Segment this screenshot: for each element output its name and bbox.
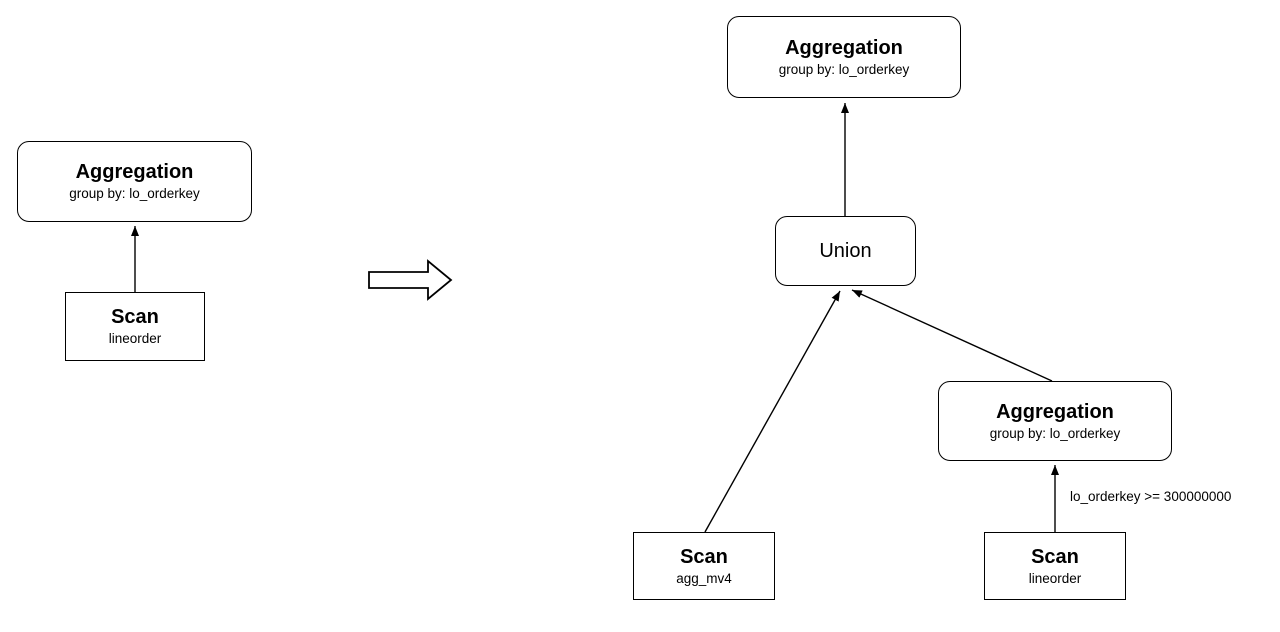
node-scan-left-subtitle: lineorder: [108, 331, 162, 346]
edge-scan-mv-to-union: [704, 290, 841, 533]
node-aggregation-filtered-title: Aggregation: [996, 400, 1114, 423]
node-aggregation-filtered-subtitle: group by: lo_orderkey: [989, 425, 1121, 441]
node-scan-lineorder-subtitle: lineorder: [1028, 570, 1082, 586]
node-scan-lineorder-title: Scan: [1031, 545, 1079, 568]
node-union-title: Union: [819, 239, 872, 262]
node-scan-lineorder: Scan lineorder: [984, 532, 1126, 600]
node-aggregation-left: Aggregation group by: lo_orderkey: [17, 141, 252, 222]
node-scan-left: Scan lineorder: [65, 292, 205, 361]
node-union: Union: [775, 216, 916, 286]
transform-block-arrow-icon: [368, 259, 453, 301]
node-scan-agg-mv: Scan agg_mv4: [633, 532, 775, 600]
node-scan-left-title: Scan: [111, 306, 159, 328]
node-aggregation-top: Aggregation group by: lo_orderkey: [727, 16, 961, 98]
node-aggregation-filtered: Aggregation group by: lo_orderkey: [938, 381, 1172, 461]
node-scan-agg-mv-title: Scan: [680, 545, 728, 568]
node-aggregation-left-subtitle: group by: lo_orderkey: [69, 186, 200, 201]
node-aggregation-top-subtitle: group by: lo_orderkey: [778, 61, 910, 77]
node-aggregation-top-title: Aggregation: [785, 36, 903, 59]
edge-aggregation-filtered-to-union: [851, 289, 1053, 382]
node-scan-agg-mv-subtitle: agg_mv4: [676, 570, 732, 586]
edge-filter-label: lo_orderkey >= 300000000: [1070, 489, 1232, 504]
node-aggregation-left-title: Aggregation: [75, 161, 194, 183]
